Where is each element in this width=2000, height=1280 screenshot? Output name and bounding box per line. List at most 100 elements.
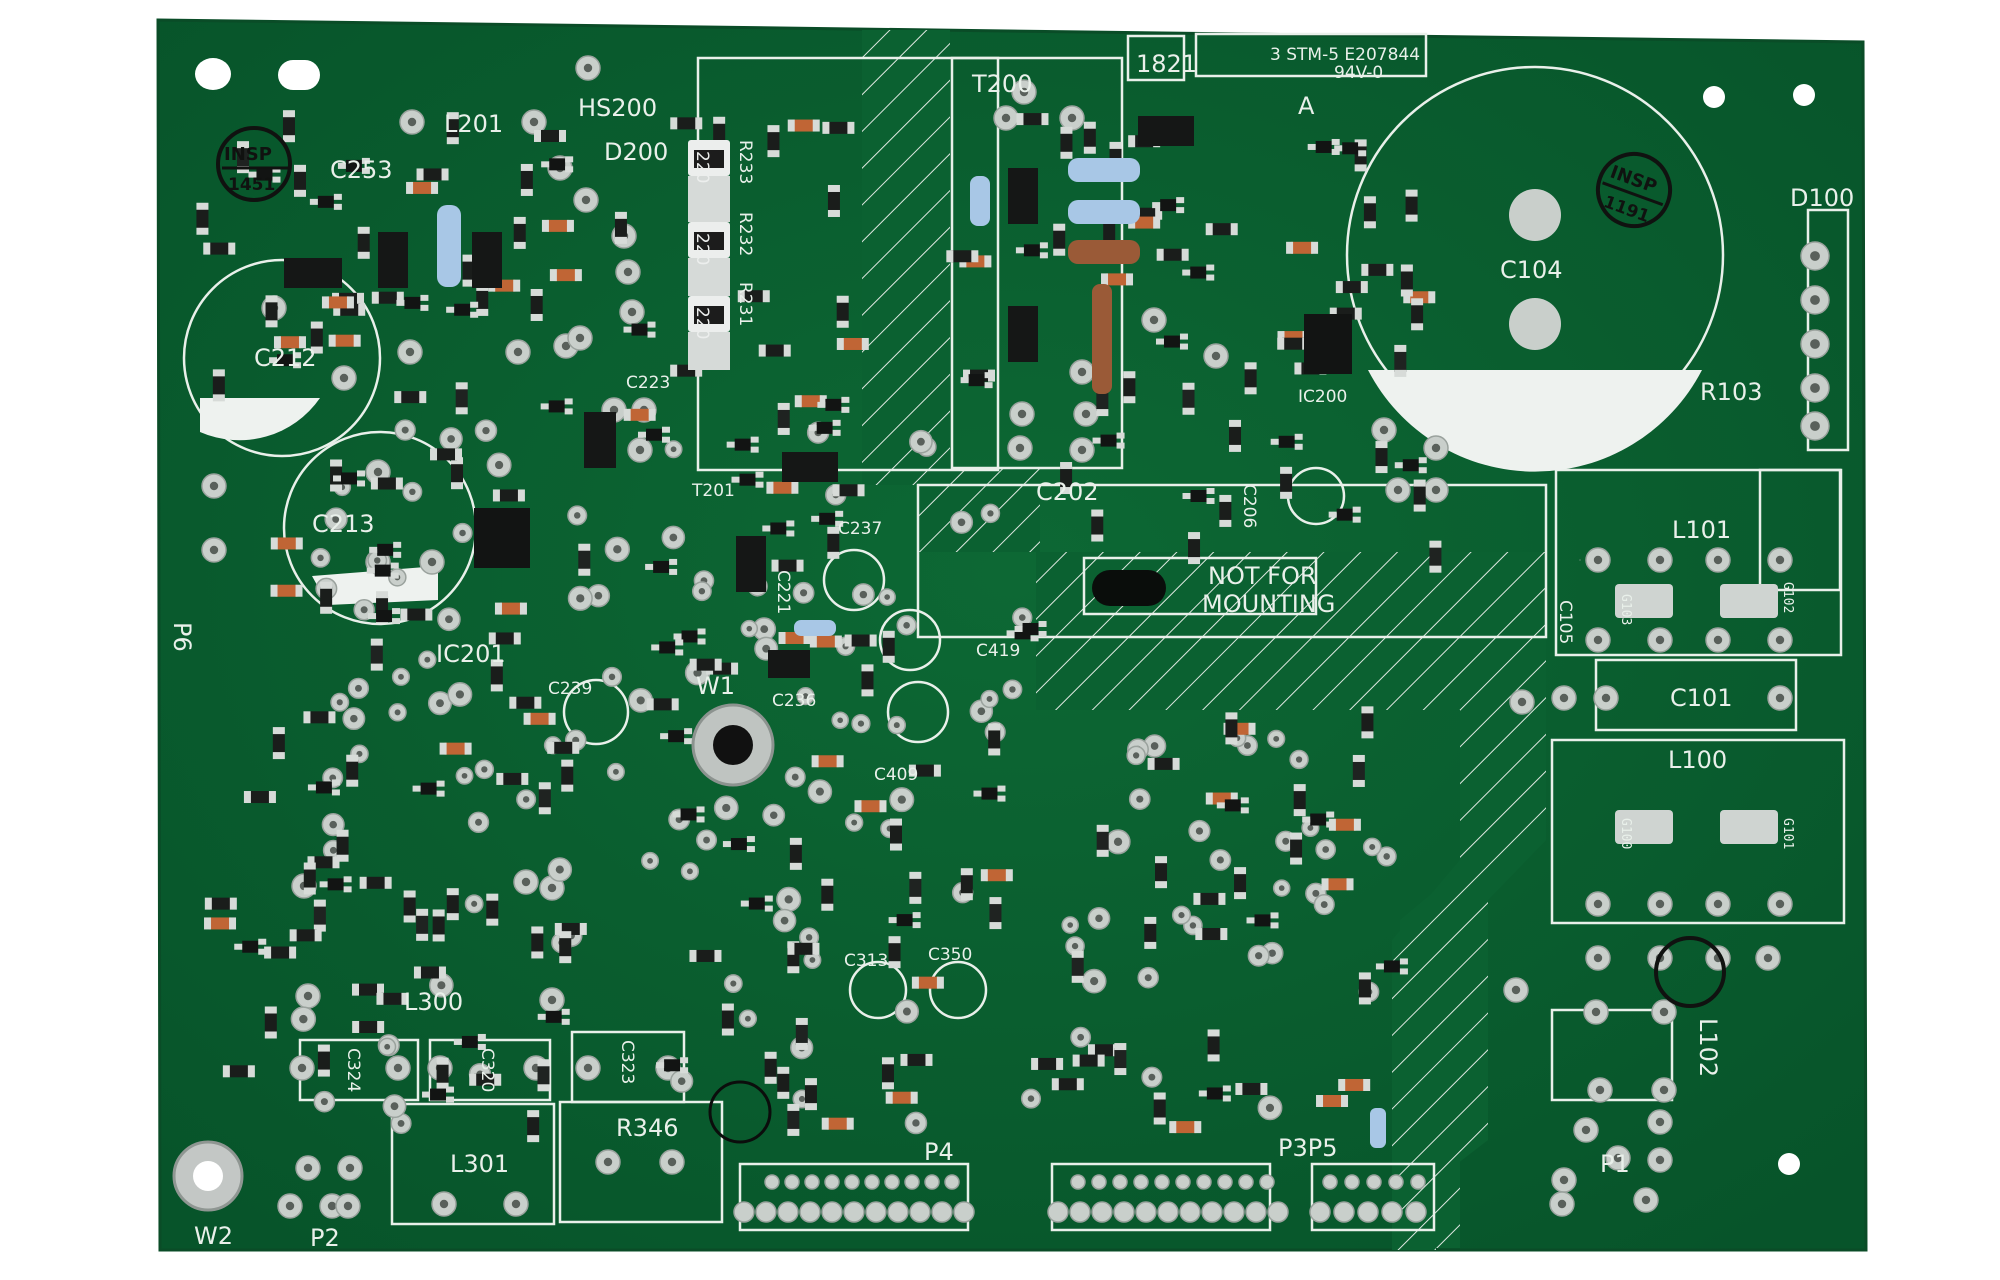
pad-hole bbox=[583, 63, 593, 73]
smd-chip bbox=[909, 871, 922, 904]
smd-chip bbox=[549, 269, 582, 282]
smd-chip bbox=[766, 481, 799, 494]
smd-chip bbox=[561, 759, 574, 792]
pad-hole bbox=[401, 426, 409, 434]
smd-chip bbox=[513, 216, 526, 249]
smd-transistor bbox=[651, 639, 684, 656]
label-res-220-2: 220 bbox=[692, 233, 712, 265]
smd-transistor bbox=[817, 396, 850, 413]
pad-hole bbox=[1775, 555, 1785, 565]
pad-hole bbox=[815, 787, 824, 796]
smd-transistor bbox=[726, 436, 759, 453]
smd-chip bbox=[222, 1065, 255, 1078]
pad-hole bbox=[1149, 315, 1159, 325]
pad-hole bbox=[409, 488, 416, 496]
label-mounting: MOUNTING bbox=[1202, 590, 1335, 618]
pad-hole bbox=[627, 307, 637, 317]
pad-hole bbox=[1268, 949, 1276, 957]
smd-chip bbox=[416, 168, 449, 181]
smd-chip bbox=[509, 696, 542, 709]
smd-chip bbox=[789, 837, 802, 870]
header-pin bbox=[864, 1174, 880, 1190]
label-res-220-3: 220 bbox=[692, 307, 712, 339]
pad-hole bbox=[360, 606, 368, 614]
smd-chip bbox=[1188, 532, 1201, 565]
smd-transistor bbox=[1198, 1085, 1231, 1102]
smd-chip bbox=[446, 888, 459, 921]
label-p4: P4 bbox=[924, 1138, 954, 1166]
smd-chip bbox=[413, 966, 446, 979]
pad-hole bbox=[1593, 635, 1603, 645]
smd-transistor bbox=[1328, 506, 1361, 523]
header-pin bbox=[1322, 1174, 1338, 1190]
pad-hole bbox=[407, 117, 417, 127]
smd-chip bbox=[777, 1066, 790, 1099]
label-p6: P6 bbox=[168, 622, 196, 652]
smd-transistor bbox=[453, 1033, 486, 1050]
pad-hole bbox=[1581, 1125, 1591, 1135]
pad-hole bbox=[698, 588, 706, 595]
smd-chip bbox=[844, 634, 877, 647]
pad-hole bbox=[1775, 693, 1785, 703]
smd-chip bbox=[492, 489, 525, 502]
smd-chip bbox=[689, 658, 722, 671]
smd-transistor bbox=[811, 510, 844, 527]
pad-hole bbox=[581, 195, 591, 205]
pad-hole bbox=[802, 693, 809, 700]
smd-chip bbox=[243, 791, 276, 804]
smd-chip bbox=[821, 878, 834, 911]
header-pin bbox=[784, 1174, 800, 1190]
smd-transistor bbox=[673, 628, 706, 645]
smd-chip bbox=[530, 288, 543, 321]
smd-transistor bbox=[1302, 811, 1335, 828]
smd-chip bbox=[614, 211, 627, 244]
label-flammability: 94V-0 bbox=[1334, 63, 1383, 83]
smd-chip bbox=[1286, 241, 1319, 254]
header-pin bbox=[844, 1174, 860, 1190]
smd-transistor bbox=[234, 938, 267, 955]
smd-chip bbox=[1083, 121, 1096, 154]
pad-hole bbox=[1775, 899, 1785, 909]
label-c313: C313 bbox=[844, 951, 888, 971]
smd-chip bbox=[1280, 466, 1293, 499]
header-pin bbox=[1259, 1174, 1275, 1190]
smd-chip bbox=[804, 1078, 817, 1111]
pad-hole bbox=[722, 803, 731, 813]
smd-chip bbox=[1060, 126, 1073, 159]
smd-chip bbox=[289, 929, 322, 942]
smd-chip bbox=[787, 942, 820, 955]
pad-hole bbox=[791, 773, 799, 781]
pad-hole bbox=[613, 768, 619, 775]
label-w2: W2 bbox=[194, 1222, 233, 1250]
smd-transistor bbox=[1152, 197, 1185, 214]
header-pin bbox=[1410, 1174, 1426, 1190]
header-pin bbox=[904, 1174, 920, 1190]
pad-hole bbox=[594, 591, 603, 600]
pad-hole bbox=[893, 722, 900, 729]
solder-mask-openings bbox=[200, 370, 1702, 605]
pad-hole bbox=[339, 373, 349, 383]
pad-hole bbox=[583, 1063, 593, 1073]
pad-hole bbox=[613, 545, 622, 554]
pad-hole bbox=[1265, 1103, 1275, 1112]
smd-transistor bbox=[396, 294, 429, 311]
pad-hole bbox=[669, 533, 678, 542]
pad-hole bbox=[1067, 113, 1077, 123]
pad-hole bbox=[800, 589, 808, 597]
pad-hole bbox=[730, 980, 737, 987]
smd-chip bbox=[416, 908, 429, 941]
smd-chip bbox=[809, 635, 842, 648]
pad-hole bbox=[1255, 952, 1263, 960]
header-pin bbox=[931, 1201, 953, 1223]
header-pin bbox=[1133, 1174, 1149, 1190]
pad-hole bbox=[1090, 977, 1099, 986]
header-pin bbox=[764, 1174, 780, 1190]
header-pin bbox=[1366, 1174, 1382, 1190]
smd-chip bbox=[1293, 784, 1306, 817]
smd-chip bbox=[1321, 878, 1354, 891]
smd-chip bbox=[462, 254, 475, 287]
pad-hole bbox=[427, 557, 437, 567]
pad-hole bbox=[636, 696, 645, 705]
pad-hole bbox=[1322, 846, 1330, 853]
